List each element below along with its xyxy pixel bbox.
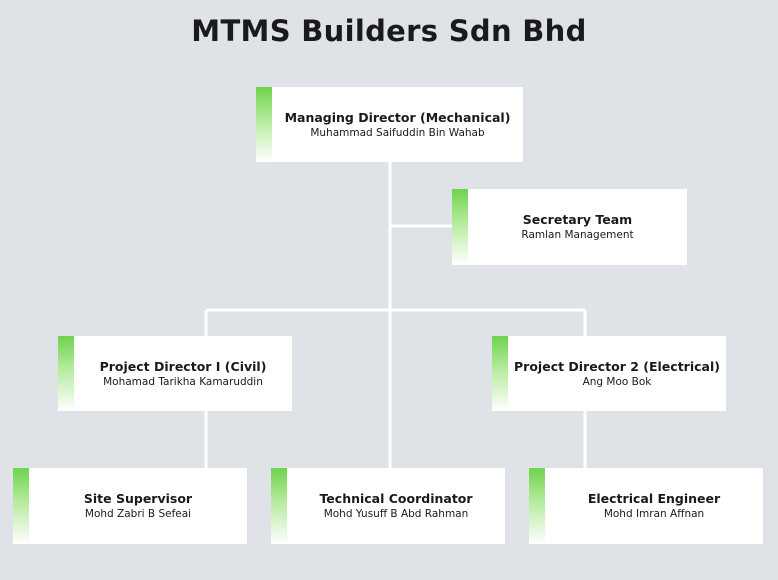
node-accent-bar [452, 189, 468, 265]
node-role: Secretary Team [522, 212, 633, 227]
node-accent-bar [271, 468, 287, 544]
node-person: Mohamad Tarikha Kamaruddin [103, 375, 263, 388]
node-site-supervisor: Site Supervisor Mohd Zabri B Sefeai [13, 468, 247, 544]
node-managing-director: Managing Director (Mechanical) Muhammad … [256, 87, 523, 162]
chart-title: MTMS Builders Sdn Bhd [191, 14, 587, 48]
node-technical-coordinator: Technical Coordinator Mohd Yusuff B Abd … [271, 468, 505, 544]
node-secretary-team: Secretary Team Ramlan Management [452, 189, 687, 265]
node-electrical-engineer: Electrical Engineer Mohd Imran Affnan [529, 468, 763, 544]
node-person: Ramlan Management [521, 229, 634, 241]
node-project-director-electrical: Project Director 2 (Electrical) Ang Moo … [492, 336, 726, 411]
node-person: Muhammad Saifuddin Bin Wahab [310, 126, 485, 139]
node-role: Electrical Engineer [587, 491, 721, 506]
node-role: Project Director 2 (Electrical) [514, 358, 720, 374]
node-person: Mohd Zabri B Sefeai [84, 508, 192, 520]
node-accent-bar [256, 87, 272, 162]
node-accent-bar [58, 336, 74, 411]
node-accent-bar [492, 336, 508, 411]
node-person: Mohd Imran Affnan [603, 508, 705, 520]
node-accent-bar [529, 468, 545, 544]
node-project-director-civil: Project Director I (Civil) Mohamad Tarik… [58, 336, 292, 411]
node-person: Ang Moo Bok [582, 375, 652, 388]
node-role: Project Director I (Civil) [99, 358, 267, 374]
node-role: Managing Director (Mechanical) [284, 109, 511, 125]
node-role: Site Supervisor [83, 491, 193, 506]
node-person: Mohd Yusuff B Abd Rahman [323, 508, 469, 520]
node-role: Technical Coordinator [319, 491, 473, 506]
node-accent-bar [13, 468, 29, 544]
